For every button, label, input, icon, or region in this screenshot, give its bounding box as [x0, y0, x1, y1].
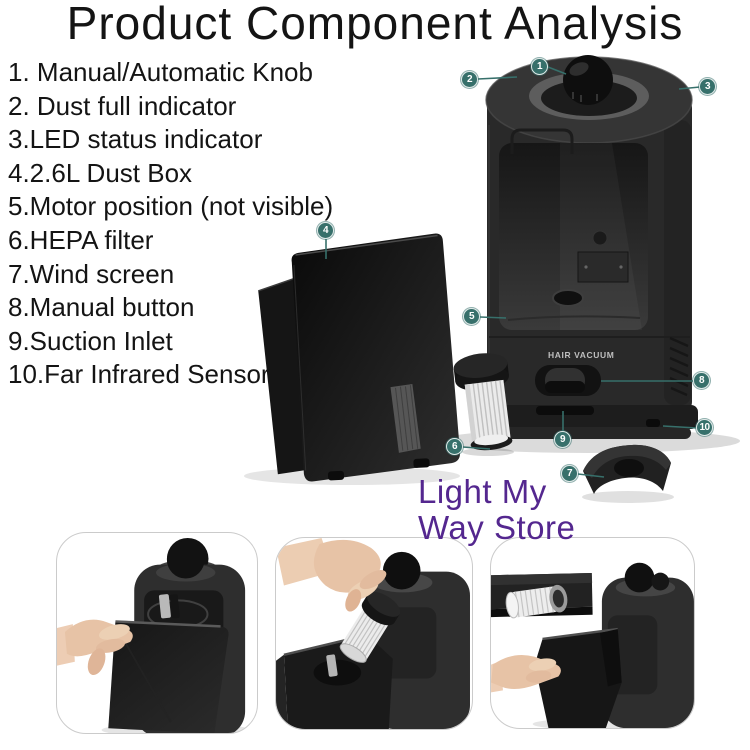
component-list-item-8: 8.Manual button — [8, 292, 195, 323]
cavity-floor-hole — [552, 289, 584, 307]
hepa-filter-part — [453, 353, 513, 451]
hepa-filter — [339, 591, 401, 663]
knob-crater — [529, 72, 649, 120]
component-list-item-2: 2. Dust full indicator — [8, 90, 237, 121]
hand — [491, 654, 561, 693]
callout-marker-5: 5 — [463, 308, 480, 325]
component-list-item-3: 3.LED status indicator — [8, 124, 263, 155]
component-list-item-9: 9.Suction Inlet — [8, 325, 173, 356]
far-infrared-sensor — [646, 419, 660, 427]
store-name-line-2: Way Store — [418, 509, 576, 546]
component-list-item-6: 6.HEPA filter — [8, 224, 154, 255]
callout-marker-1: 1 — [531, 58, 548, 75]
box-lid-with-filter — [491, 572, 593, 619]
suction-inlet — [536, 406, 594, 415]
open-dust-box — [534, 627, 622, 728]
component-list-item-4: 4.2.6L Dust Box — [8, 157, 193, 188]
component-list-item-1: 1. Manual/Automatic Knob — [8, 57, 313, 87]
manual-button — [535, 365, 601, 396]
component-list-item-7: 7.Wind screen — [8, 258, 175, 289]
open-dust-box — [276, 633, 393, 729]
store-name-line-1: Light My — [418, 473, 547, 510]
photo-open-dustbox-illustration — [57, 537, 251, 733]
callout-marker-8: 8 — [693, 372, 710, 389]
photo-insert-filter-illustration — [276, 538, 470, 729]
callout-marker-9: 9 — [554, 431, 571, 448]
hand — [57, 619, 133, 676]
dust-box-cavity — [499, 143, 648, 330]
page-title: Product Component Analysis — [66, 0, 684, 49]
hand — [276, 538, 387, 612]
base — [474, 405, 698, 429]
manual-automatic-knob — [563, 55, 613, 105]
callout-marker-6: 6 — [446, 438, 463, 455]
component-list-item-5: 5.Motor position (not visible) — [8, 191, 334, 222]
cavity-latch-tab — [510, 128, 574, 154]
callout-leader-lines — [325, 66, 701, 478]
component-list: 1. Manual/Automatic Knob 2. Dust full in… — [8, 56, 333, 392]
callout-marker-4: 4 — [317, 222, 334, 239]
photo-remove-lid-illustration — [491, 562, 694, 728]
store-name: Light My Way Store — [418, 474, 575, 546]
side-vents — [669, 336, 689, 397]
brand-label: HAIR VACUUM — [548, 350, 614, 360]
callout-marker-10: 10 — [696, 419, 713, 436]
callout-marker-3: 3 — [699, 78, 716, 95]
component-list-item-10: 10.Far Infrared Sensor — [8, 359, 270, 390]
vacuum-body: HAIR VACUUM — [474, 55, 698, 439]
callout-marker-7: 7 — [561, 465, 578, 482]
open-dust-box-door — [108, 620, 229, 733]
step-photo-insert-filter — [275, 537, 473, 730]
wind-screen-part — [583, 444, 671, 494]
callout-marker-2: 2 — [461, 71, 478, 88]
step-photo-open-dustbox — [56, 532, 258, 734]
step-photo-remove-lid — [490, 537, 695, 729]
